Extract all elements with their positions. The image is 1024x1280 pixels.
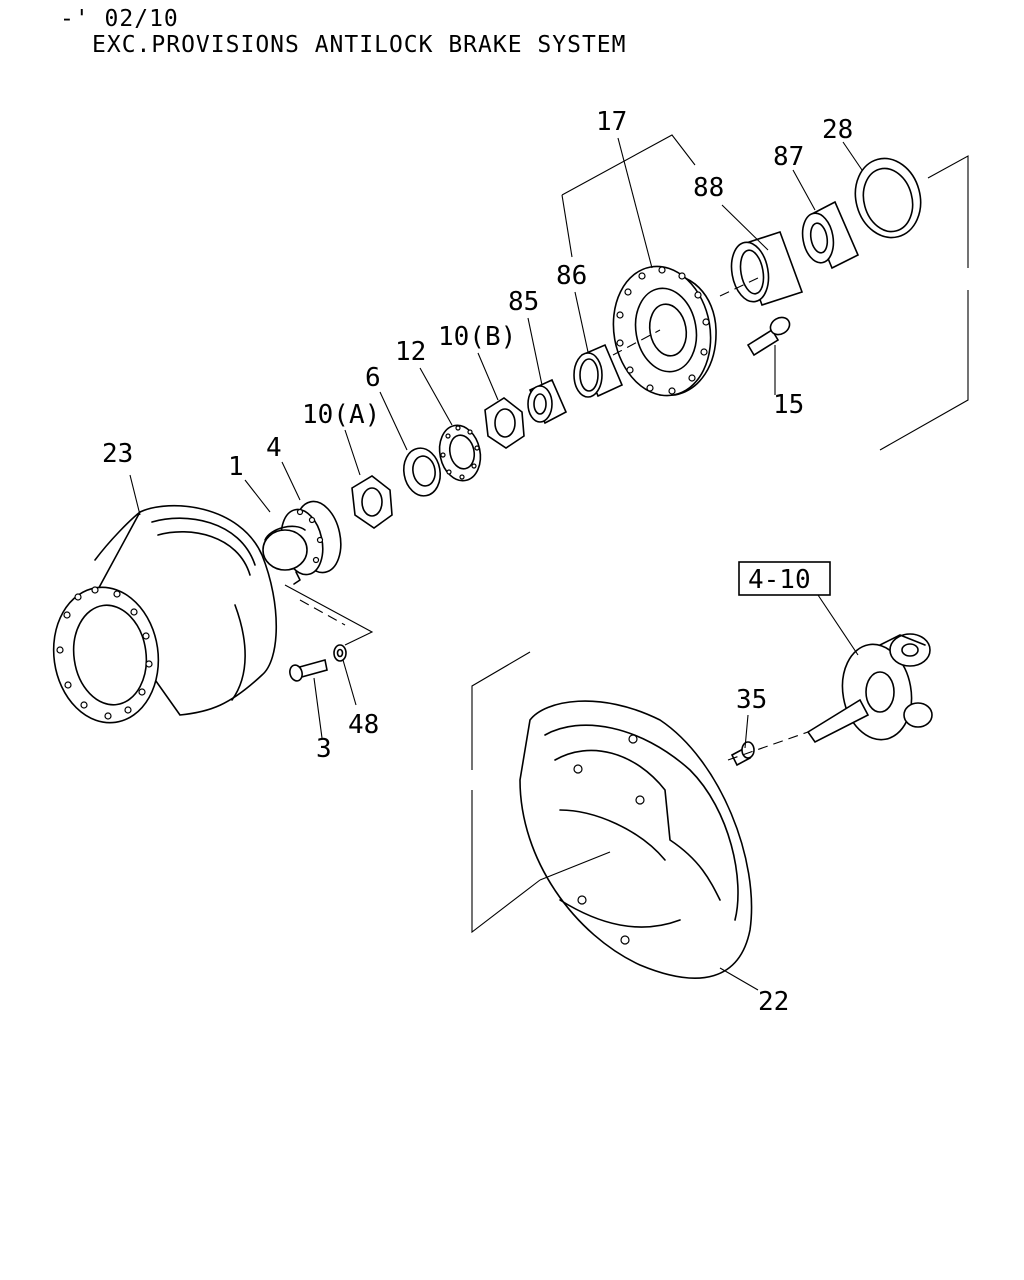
label-1: 1 [228, 452, 244, 482]
brake-drum[interactable] [45, 504, 278, 730]
label-88: 88 [693, 173, 724, 203]
bolt-and-washer[interactable] [288, 644, 347, 682]
label-48: 48 [348, 710, 379, 740]
bearing-85[interactable] [527, 378, 568, 425]
lock-nut-a[interactable] [351, 475, 393, 529]
label-35: 35 [736, 685, 767, 715]
wheel-hub-17[interactable] [603, 259, 720, 404]
label-10b: 10(B) [438, 322, 516, 352]
oil-seal-28[interactable] [847, 151, 930, 245]
label-85: 85 [508, 287, 539, 317]
reference-label: 4-10 [748, 565, 811, 595]
label-28: 28 [822, 115, 853, 145]
bearing-87[interactable] [799, 200, 860, 270]
label-87: 87 [773, 142, 804, 172]
label-23: 23 [102, 439, 133, 469]
label-3: 3 [316, 734, 332, 764]
label-86: 86 [556, 261, 587, 291]
label-4: 4 [266, 433, 282, 463]
steering-knuckle[interactable] [806, 633, 933, 745]
race-86[interactable] [573, 343, 624, 398]
date-range: -' 02/10 [60, 6, 179, 32]
diagram-title: EXC.PROVISIONS ANTILOCK BRAKE SYSTEM [92, 32, 627, 58]
washer-6[interactable] [400, 445, 444, 499]
lock-washer-12[interactable] [435, 421, 486, 484]
bolt-35[interactable] [730, 741, 755, 767]
reference-box[interactable]: 4-10 [738, 561, 831, 596]
hub-bolt-15[interactable] [746, 314, 793, 357]
label-10a: 10(A) [302, 400, 380, 430]
backing-plate-22[interactable] [519, 700, 753, 979]
label-15: 15 [773, 390, 804, 420]
lock-nut-b[interactable] [484, 397, 525, 449]
label-22: 22 [758, 987, 789, 1017]
race-88[interactable] [727, 231, 804, 306]
diagram-header: -' 02/10 EXC.PROVISIONS ANTILOCK BRAKE S… [60, 6, 627, 58]
hub-cap-assembly[interactable] [262, 497, 347, 585]
part-labels: 23 1 4 10(A) 6 12 10(B) 85 86 17 88 87 2… [102, 107, 853, 1017]
label-12: 12 [395, 337, 426, 367]
label-17: 17 [596, 107, 627, 137]
label-6: 6 [365, 363, 381, 393]
leader-lines [129, 134, 969, 991]
